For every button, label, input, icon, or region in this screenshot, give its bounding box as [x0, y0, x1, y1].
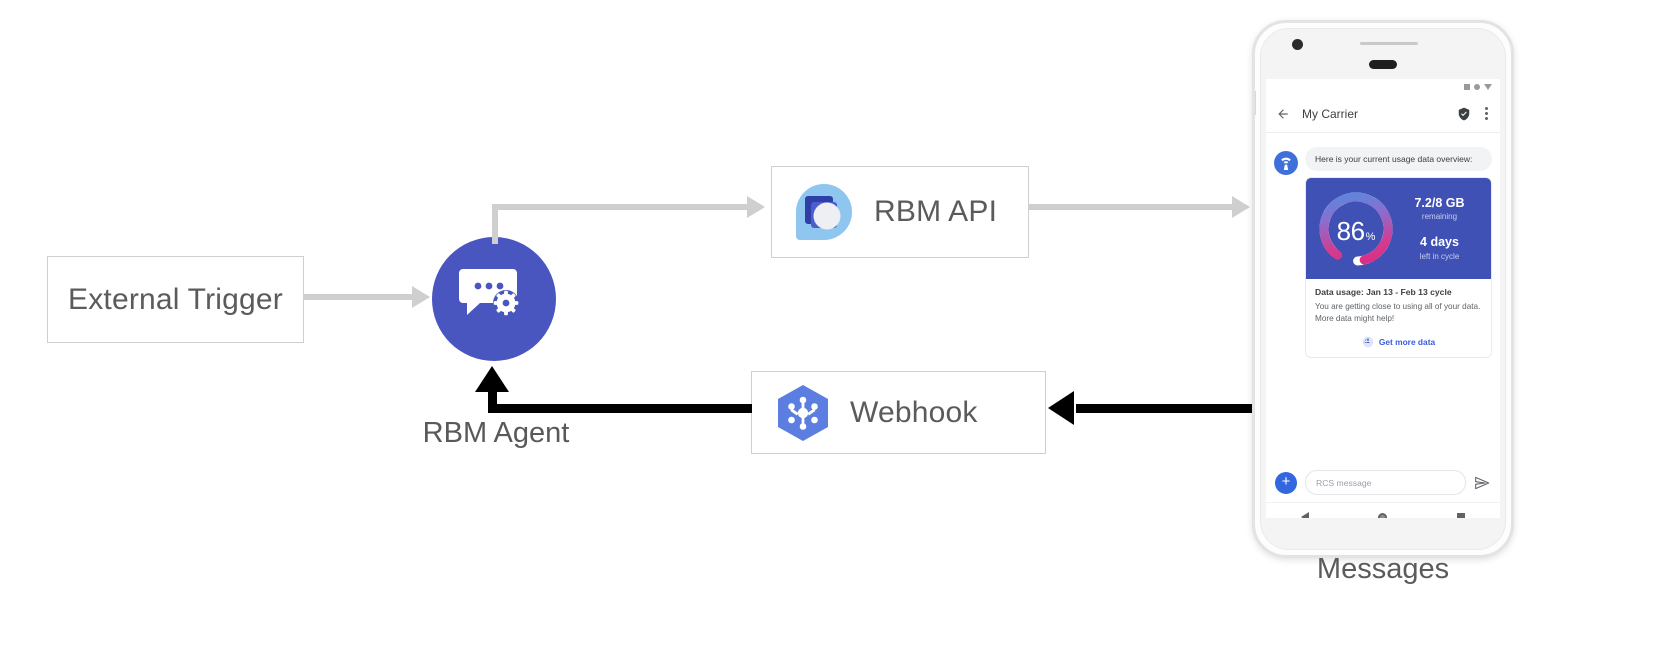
rbm-agent-label: RBM Agent — [422, 417, 570, 449]
arrow-api-to-phone-line — [1029, 204, 1237, 210]
stat-days-left-value: 4 days — [1420, 235, 1459, 250]
arrow-phone-to-webhook-line — [1076, 404, 1256, 413]
signal-tower-icon — [1281, 157, 1291, 170]
send-icon[interactable] — [1474, 475, 1490, 491]
home-nav-icon[interactable] — [1378, 512, 1388, 518]
rich-card-body: Data usage: Jan 13 - Feb 13 cycle You ar… — [1306, 279, 1491, 328]
arrow-phone-to-webhook-head — [1048, 391, 1074, 425]
phone-device: My Carrier — [1252, 20, 1514, 558]
plus-icon[interactable]: + — [1275, 471, 1297, 494]
arrow-webhook-to-agent-head — [475, 366, 509, 392]
rich-card-media: 86% 7.2/8 GB remaining 4 days left in cy… — [1306, 178, 1491, 280]
earpiece-speaker — [1369, 60, 1397, 69]
dot-icon — [1474, 84, 1480, 90]
rcs-message-input[interactable]: RCS message — [1305, 470, 1466, 495]
square-icon — [1464, 84, 1470, 90]
arrow-api-to-phone-head — [1232, 196, 1250, 218]
app-bar: My Carrier — [1266, 95, 1500, 133]
front-camera-icon — [1292, 39, 1303, 50]
message-content: Here is your current usage data overview… — [1305, 147, 1492, 358]
sensor-bar — [1360, 42, 1418, 45]
node-rbm-agent[interactable] — [432, 237, 556, 361]
stat-data-remaining-value: 7.2/8 GB — [1414, 195, 1465, 210]
rcs-message-placeholder: RCS message — [1316, 477, 1372, 488]
webhook-label: Webhook — [850, 395, 978, 429]
conversation-area: Here is your current usage data overview… — [1266, 133, 1500, 463]
rbm-api-label: RBM API — [874, 195, 998, 228]
node-rbm-api[interactable]: RBM API — [771, 166, 1029, 258]
message-row: Here is your current usage data overview… — [1274, 147, 1492, 358]
app-bar-title: My Carrier — [1302, 106, 1358, 121]
arrow-agent-to-api-head — [747, 196, 765, 218]
get-more-data-button[interactable]: Get more data — [1306, 329, 1491, 357]
back-nav-icon[interactable] — [1300, 512, 1309, 518]
back-arrow-icon[interactable] — [1276, 107, 1290, 121]
phone-screen: My Carrier — [1266, 79, 1500, 518]
stat-data-remaining-caption: remaining — [1421, 212, 1458, 222]
usage-stats: 7.2/8 GB remaining 4 days left in cycle — [1398, 196, 1491, 263]
rich-card-description: You are getting close to using all of yo… — [1315, 302, 1481, 323]
rbm-api-droplet-icon — [796, 184, 852, 240]
arrow-webhook-to-agent-horizontal — [492, 404, 752, 413]
rich-card[interactable]: 86% 7.2/8 GB remaining 4 days left in cy… — [1305, 177, 1492, 358]
node-webhook[interactable]: Webhook — [751, 371, 1046, 454]
messages-label: Messages — [1316, 553, 1450, 585]
gauge-unit: % — [1365, 230, 1376, 243]
arrow-agent-to-api-horizontal — [492, 204, 749, 210]
side-button — [1255, 91, 1256, 115]
triangle-down-icon — [1484, 84, 1492, 90]
webhook-hexagon-icon — [778, 384, 828, 441]
gauge-value-group: 86% — [1314, 216, 1398, 247]
globe-icon — [1362, 336, 1373, 347]
message-composer: + RCS message — [1266, 463, 1500, 502]
android-nav-bar — [1266, 502, 1500, 518]
message-bubble: Here is your current usage data overview… — [1305, 147, 1492, 172]
chat-gear-icon — [459, 269, 519, 316]
node-external-trigger[interactable]: External Trigger — [47, 256, 304, 343]
usage-gauge: 86% — [1314, 187, 1398, 271]
arrow-agent-to-api-vertical — [492, 204, 498, 244]
gauge-value: 86 — [1336, 215, 1365, 246]
rich-card-title: Data usage: Jan 13 - Feb 13 cycle — [1315, 287, 1452, 298]
stat-days-left-caption: left in cycle — [1419, 251, 1460, 261]
get-more-data-label: Get more data — [1378, 336, 1436, 347]
recents-nav-icon[interactable] — [1457, 513, 1466, 518]
verified-shield-icon — [1458, 107, 1470, 120]
overflow-menu-icon[interactable] — [1483, 107, 1490, 120]
arrow-trigger-to-agent-line — [304, 294, 414, 300]
arrow-webhook-to-agent-vertical — [488, 392, 497, 413]
external-trigger-label: External Trigger — [68, 282, 283, 316]
avatar — [1274, 151, 1298, 175]
gauge-ring-icon — [1319, 192, 1393, 266]
arrow-trigger-to-agent-head — [412, 286, 430, 308]
status-bar — [1266, 79, 1500, 95]
